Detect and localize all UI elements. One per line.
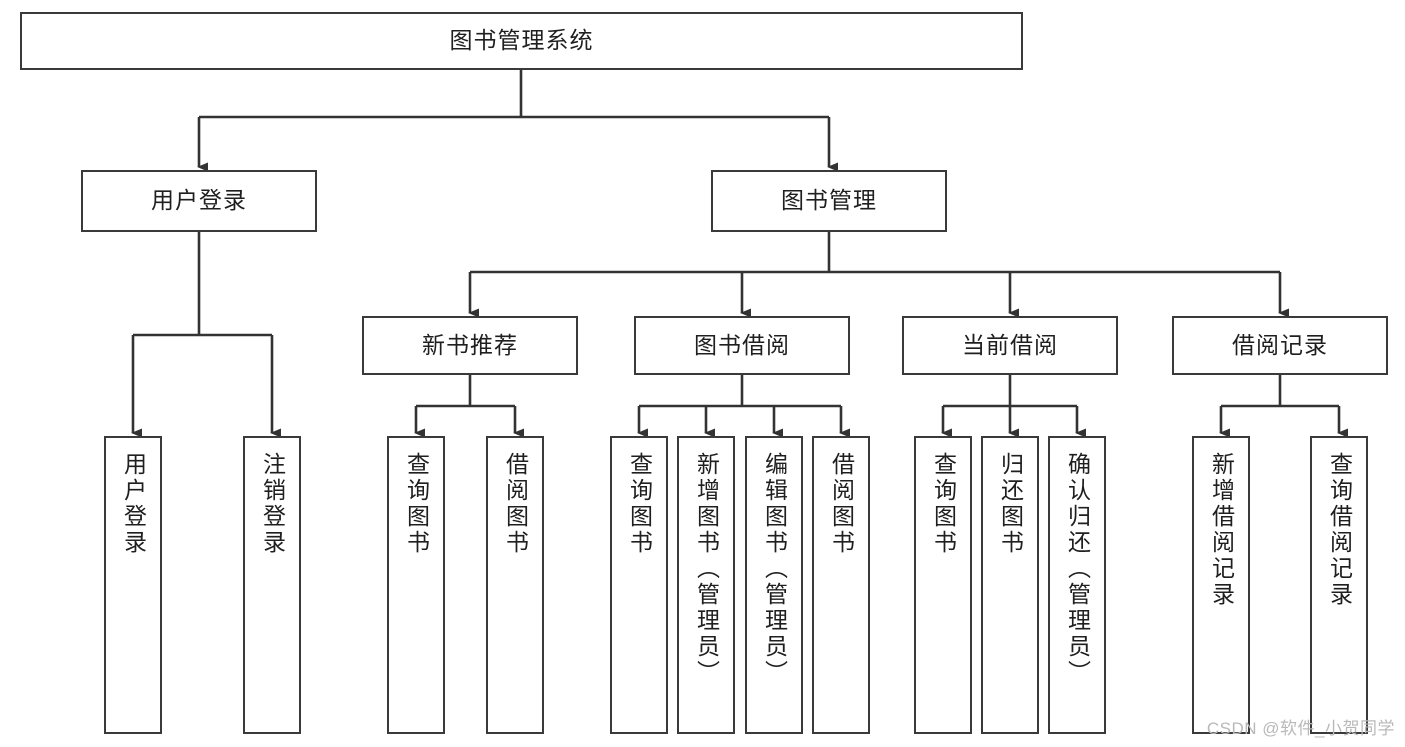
node-leaf-query-record[interactable]: 查询借阅记录	[1310, 436, 1368, 734]
node-label: 借阅记录	[1232, 331, 1328, 358]
node-label: 图书借阅	[694, 331, 790, 358]
node-leaf-borrow-book-2[interactable]: 借阅图书	[812, 436, 870, 734]
node-label: 当前借阅	[962, 331, 1058, 358]
node-leaf-add-book[interactable]: 新增图书（管理员）	[677, 436, 735, 734]
node-leaf-edit-book[interactable]: 编辑图书（管理员）	[745, 436, 803, 734]
node-book-borrow[interactable]: 图书借阅	[634, 316, 850, 375]
node-label: 查询借阅记录	[1326, 452, 1353, 608]
node-leaf-confirm-return[interactable]: 确认归还（管理员）	[1048, 436, 1106, 734]
node-label: 用户登录	[151, 187, 247, 214]
node-label: 编辑图书（管理员）	[761, 452, 788, 686]
node-label: 注销登录	[259, 452, 286, 556]
node-label: 新增图书（管理员）	[693, 452, 720, 686]
node-label: 图书管理	[781, 187, 877, 214]
node-label: 借阅图书	[502, 452, 529, 556]
node-label: 确认归还（管理员）	[1064, 452, 1091, 686]
node-borrow-record[interactable]: 借阅记录	[1172, 316, 1388, 375]
node-root[interactable]: 图书管理系统	[20, 12, 1023, 70]
node-label: 用户登录	[120, 452, 147, 556]
node-leaf-query-book-2[interactable]: 查询图书	[610, 436, 668, 734]
node-new-book-recommend[interactable]: 新书推荐	[362, 316, 578, 375]
node-label: 查询图书	[626, 452, 653, 556]
node-current-borrow[interactable]: 当前借阅	[902, 316, 1118, 375]
node-leaf-borrow-book-1[interactable]: 借阅图书	[486, 436, 544, 734]
node-label: 查询图书	[930, 452, 957, 556]
node-label: 借阅图书	[828, 452, 855, 556]
node-leaf-query-book-3[interactable]: 查询图书	[914, 436, 972, 734]
node-leaf-user-login[interactable]: 用户登录	[104, 436, 162, 734]
node-user-login[interactable]: 用户登录	[81, 170, 317, 232]
node-leaf-logout[interactable]: 注销登录	[243, 436, 301, 734]
node-label: 新增借阅记录	[1208, 452, 1235, 608]
watermark-label: CSDN @软件_小贺同学	[1206, 719, 1395, 738]
node-leaf-return-book[interactable]: 归还图书	[981, 436, 1039, 734]
node-book-manage[interactable]: 图书管理	[711, 170, 947, 232]
node-label: 查询图书	[403, 452, 430, 556]
node-leaf-add-record[interactable]: 新增借阅记录	[1192, 436, 1250, 734]
node-label: 图书管理系统	[449, 27, 594, 54]
node-label: 新书推荐	[422, 331, 518, 358]
node-label: 归还图书	[997, 452, 1024, 556]
node-leaf-query-book-1[interactable]: 查询图书	[387, 436, 445, 734]
